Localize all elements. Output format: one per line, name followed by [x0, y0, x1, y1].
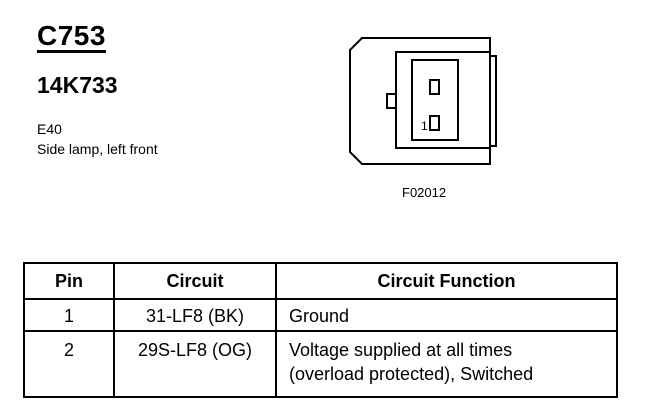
- connector-face-diagram: 1: [349, 37, 497, 165]
- function-cell: Voltage supplied at all times (overload …: [275, 330, 618, 398]
- pin-1-marker: 1: [421, 119, 428, 133]
- figure-id: F02012: [402, 185, 447, 200]
- function-line: Voltage supplied at all times: [289, 340, 513, 360]
- pin-cell: 2: [23, 330, 115, 398]
- location-code: E40: [37, 121, 62, 137]
- function-cell: Ground: [275, 298, 618, 332]
- pin-cell: 1: [23, 298, 115, 332]
- cavity-pin-2: [429, 79, 440, 95]
- connector-description: Side lamp, left front: [37, 141, 158, 157]
- circuit-cell: 31-LF8 (BK): [113, 298, 277, 332]
- table-row: 2 29S-LF8 (OG) Voltage supplied at all t…: [23, 330, 618, 398]
- connector-housing: [349, 37, 491, 165]
- pin-table: Pin Circuit Circuit Function 1 31-LF8 (B…: [23, 262, 618, 398]
- connector-id: C753: [37, 20, 106, 51]
- cavity-pin-1: [429, 115, 440, 131]
- circuit-cell: 29S-LF8 (OG): [113, 330, 277, 398]
- table-header-row: Pin Circuit Circuit Function: [23, 262, 618, 300]
- header-pin: Pin: [23, 262, 115, 300]
- table-row: 1 31-LF8 (BK) Ground: [23, 298, 618, 332]
- cavity-block: [411, 59, 459, 141]
- header-circuit-function: Circuit Function: [275, 262, 618, 300]
- function-line: (overload protected), Switched: [289, 364, 534, 384]
- part-number: 14K733: [37, 72, 118, 98]
- function-line: Ground: [289, 306, 350, 326]
- header-circuit: Circuit: [113, 262, 277, 300]
- connector-latch: [386, 93, 397, 109]
- connector-inner-frame: [395, 51, 491, 149]
